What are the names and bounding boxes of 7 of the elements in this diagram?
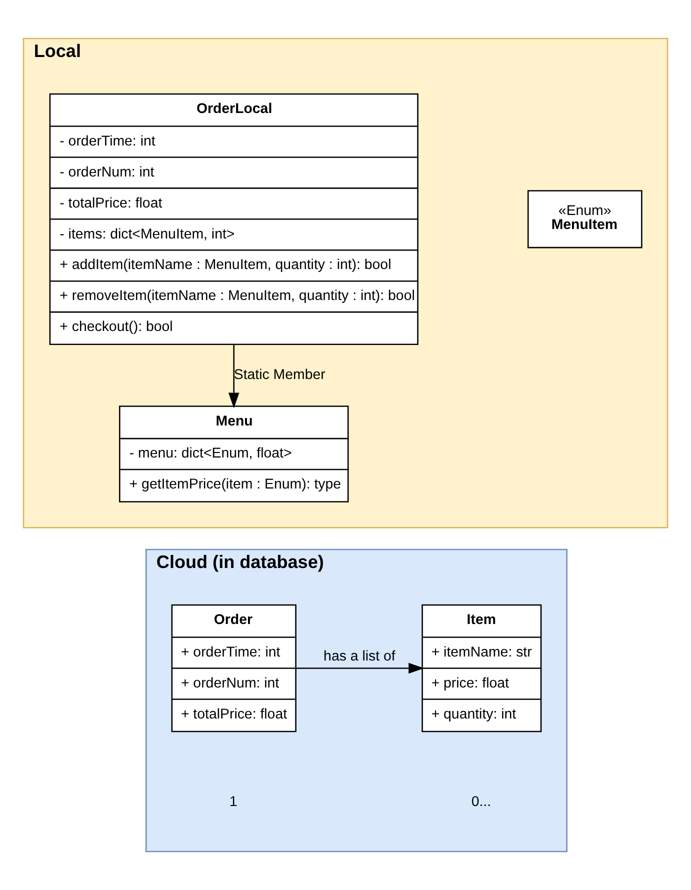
edge-label: Static Member	[234, 366, 326, 383]
arrow	[228, 344, 240, 408]
node-box: «Enum» MenuItem	[527, 190, 642, 248]
edge-label: has a list of	[324, 648, 396, 664]
label: 1	[229, 794, 238, 810]
arrow	[296, 662, 424, 674]
label: 0...	[471, 794, 492, 810]
